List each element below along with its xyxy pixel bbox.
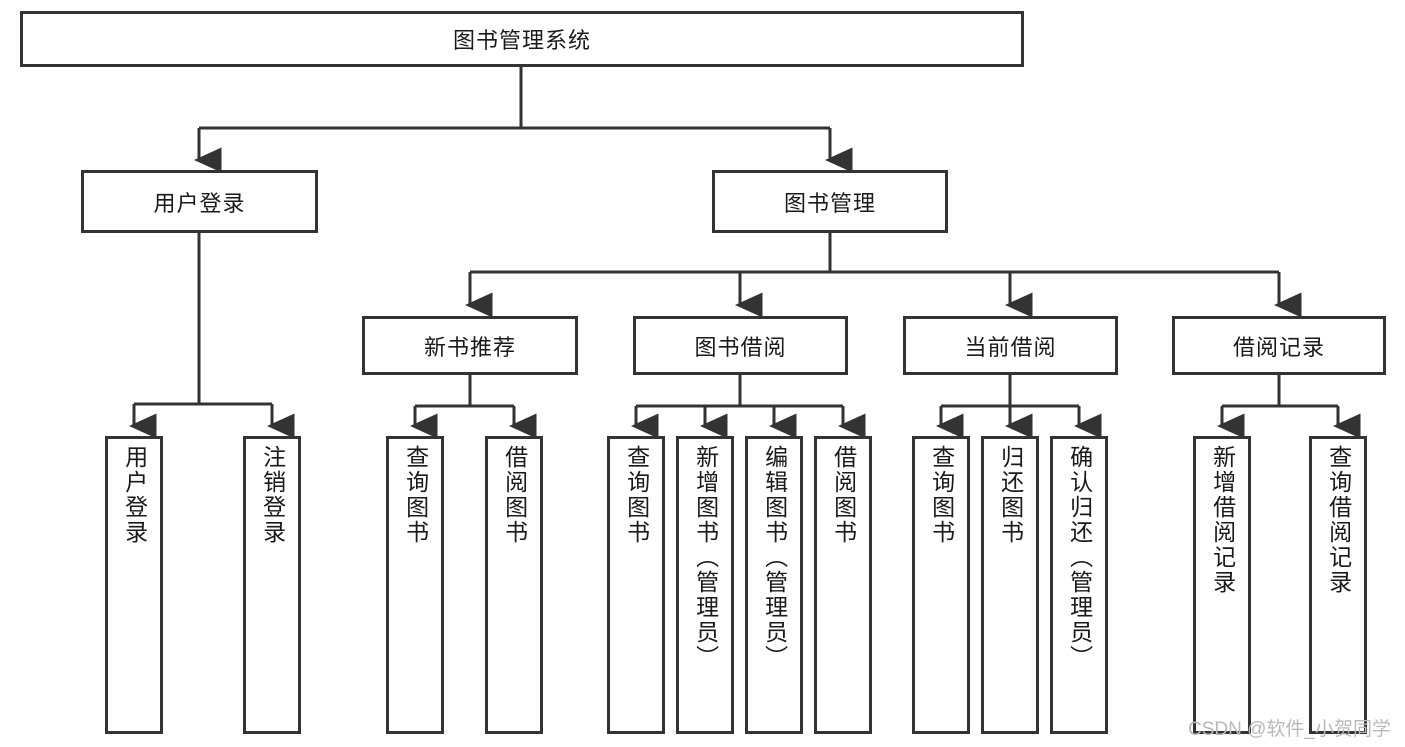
leaf-record-query-borrow-record[interactable]: 查询借阅记录	[1309, 436, 1367, 734]
node-new-book-recommend[interactable]: 新书推荐	[362, 316, 578, 375]
node-label: 用户登录	[153, 190, 246, 216]
node-label: 注销登录	[259, 445, 286, 545]
leaf-record-add-borrow-record[interactable]: 新增借阅记录	[1193, 436, 1251, 734]
node-label: 借阅图书	[501, 445, 528, 545]
leaf-current-return-book[interactable]: 归还图书	[981, 436, 1039, 734]
node-label: 图书管理系统	[452, 28, 591, 53]
node-label: 用户登录	[121, 445, 148, 545]
leaf-borrow-edit-book-admin[interactable]: 编辑图书（管理员）	[745, 436, 803, 734]
node-label: 新书推荐	[423, 334, 516, 360]
node-borrow-record[interactable]: 借阅记录	[1172, 316, 1386, 375]
leaf-user-login-signout[interactable]: 注销登录	[243, 436, 301, 734]
node-current-borrow[interactable]: 当前借阅	[903, 316, 1118, 375]
node-label: 查询图书	[928, 445, 955, 545]
node-label: 查询借阅记录	[1325, 445, 1352, 595]
node-label: 查询图书	[623, 445, 650, 545]
leaf-borrow-query-book[interactable]: 查询图书	[607, 436, 665, 734]
leaf-borrow-borrow-book[interactable]: 借阅图书	[814, 436, 872, 734]
leaf-new-book-query[interactable]: 查询图书	[386, 436, 444, 734]
node-user-login[interactable]: 用户登录	[81, 170, 318, 233]
node-label: 当前借阅	[964, 334, 1057, 360]
node-label: 图书管理	[783, 190, 876, 216]
node-book-management[interactable]: 图书管理	[712, 170, 948, 233]
leaf-new-book-borrow[interactable]: 借阅图书	[485, 436, 543, 734]
node-label: 查询图书	[402, 445, 429, 545]
node-book-borrow[interactable]: 图书借阅	[633, 316, 848, 375]
node-label: 借阅记录	[1232, 334, 1325, 360]
node-label: 借阅图书	[830, 445, 857, 545]
node-label: 新增图书（管理员）	[692, 445, 719, 670]
node-label: 归还图书	[997, 445, 1024, 545]
node-label: 图书借阅	[694, 334, 787, 360]
node-label: 编辑图书（管理员）	[761, 445, 788, 670]
leaf-borrow-add-book-admin[interactable]: 新增图书（管理员）	[676, 436, 734, 734]
node-root-book-management-system[interactable]: 图书管理系统	[20, 11, 1024, 67]
leaf-user-login-signin[interactable]: 用户登录	[105, 436, 163, 734]
node-label: 新增借阅记录	[1209, 445, 1236, 595]
leaf-current-query-book[interactable]: 查询图书	[912, 436, 970, 734]
node-label: 确认归还（管理员）	[1066, 445, 1093, 670]
leaf-current-confirm-return-admin[interactable]: 确认归还（管理员）	[1050, 436, 1108, 734]
